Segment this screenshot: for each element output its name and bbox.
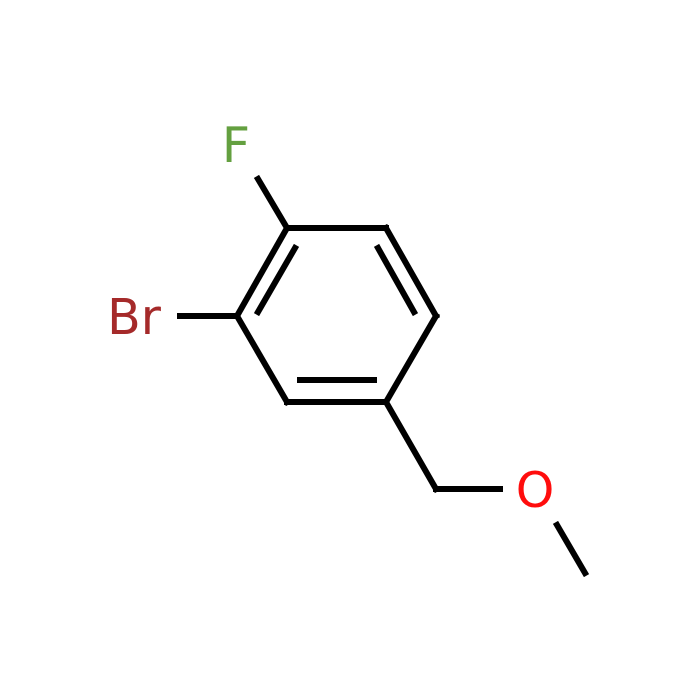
ring-double-bond-inner-1: [253, 243, 300, 317]
bond-c1-fluorine: [253, 174, 292, 233]
ring-double-bond-inner-2: [373, 243, 419, 317]
bond-c4-ch2: [381, 397, 441, 494]
bond-oxygen-methyl: [552, 520, 590, 578]
ring-bond-c6-c1: [232, 223, 292, 321]
atom-label-oxygen: O: [516, 462, 555, 519]
ring-bond-c3-c4: [381, 311, 441, 407]
ring-bond-c5-c6: [232, 311, 292, 407]
ring-bond-c2-c3: [381, 223, 441, 321]
atom-label-bromine: Br: [107, 289, 162, 346]
atom-label-fluorine: F: [222, 117, 250, 174]
